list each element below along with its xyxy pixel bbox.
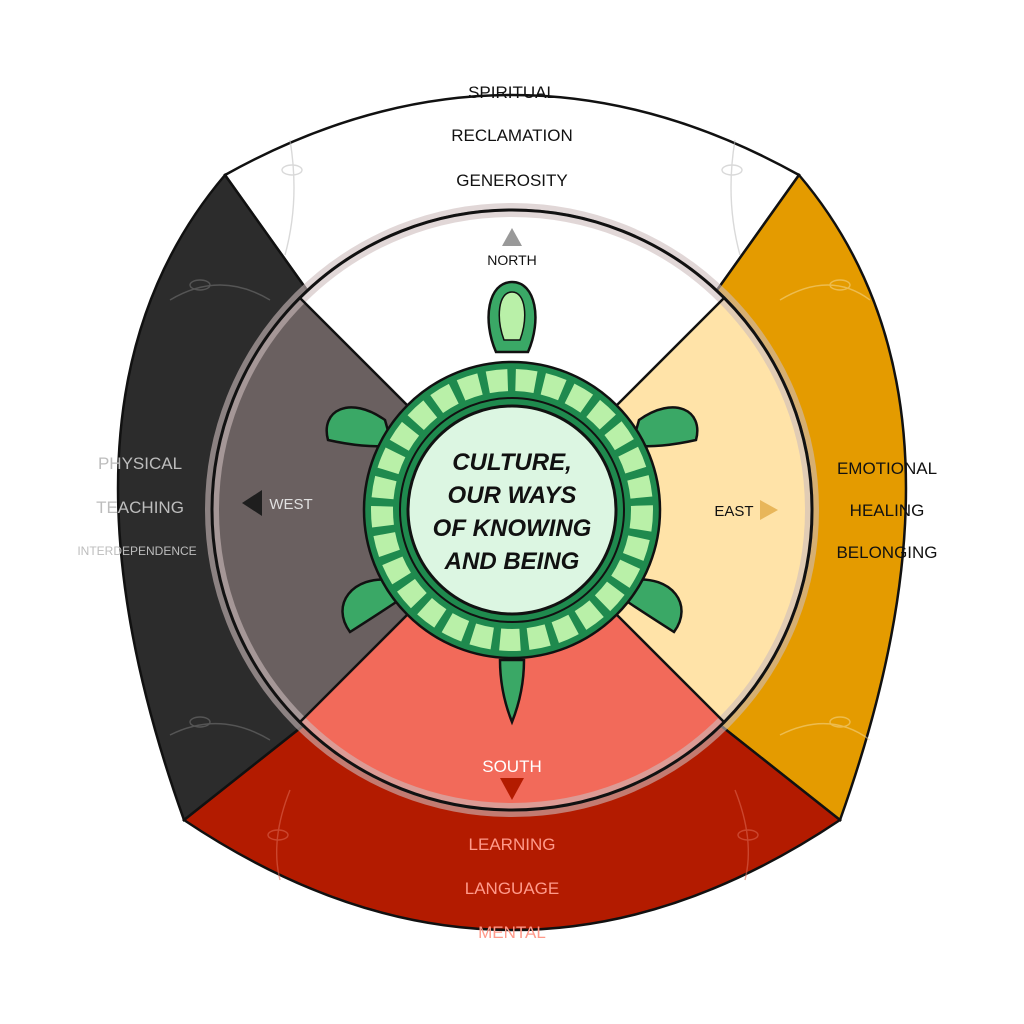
north-word-2: RECLAMATION xyxy=(451,126,573,145)
east-word-1: EMOTIONAL xyxy=(837,459,937,478)
inner-quadrant-north xyxy=(300,210,724,510)
north-arrow-icon xyxy=(502,228,522,246)
north-word-3: GENEROSITY xyxy=(456,171,567,190)
west-word-1: PHYSICAL xyxy=(98,454,182,473)
south-direction-label: SOUTH xyxy=(482,757,542,776)
west-direction-label: WEST xyxy=(269,496,312,513)
west-word-3: INTERDEPENDENCE xyxy=(77,544,196,558)
center-text-line-3: OF KNOWING xyxy=(433,515,592,542)
north-direction-label: NORTH xyxy=(487,252,537,268)
inner-quadrant-east xyxy=(512,298,812,722)
south-word-3: MENTAL xyxy=(478,923,546,942)
center-text-line-1: CULTURE, xyxy=(452,449,572,476)
south-word-2: LANGUAGE xyxy=(465,879,559,898)
west-word-2: TEACHING xyxy=(96,498,184,517)
east-arrow-icon xyxy=(760,500,778,520)
east-direction-label: EAST xyxy=(714,503,753,520)
turtle-icon xyxy=(325,280,699,726)
center-text-line-4: AND BEING xyxy=(444,548,580,575)
vine-decoration-icon xyxy=(169,139,871,881)
north-word-1: SPIRITUAL xyxy=(468,83,556,102)
south-word-1: LEARNING xyxy=(469,835,556,854)
center-text-line-2: OUR WAYS xyxy=(448,482,577,509)
south-arrow-icon xyxy=(500,778,524,800)
west-arrow-icon xyxy=(242,490,262,516)
east-word-2: HEALING xyxy=(850,501,925,520)
east-word-3: BELONGING xyxy=(836,543,937,562)
inner-quadrant-west xyxy=(212,298,512,722)
turtle-shell-center xyxy=(406,404,618,616)
